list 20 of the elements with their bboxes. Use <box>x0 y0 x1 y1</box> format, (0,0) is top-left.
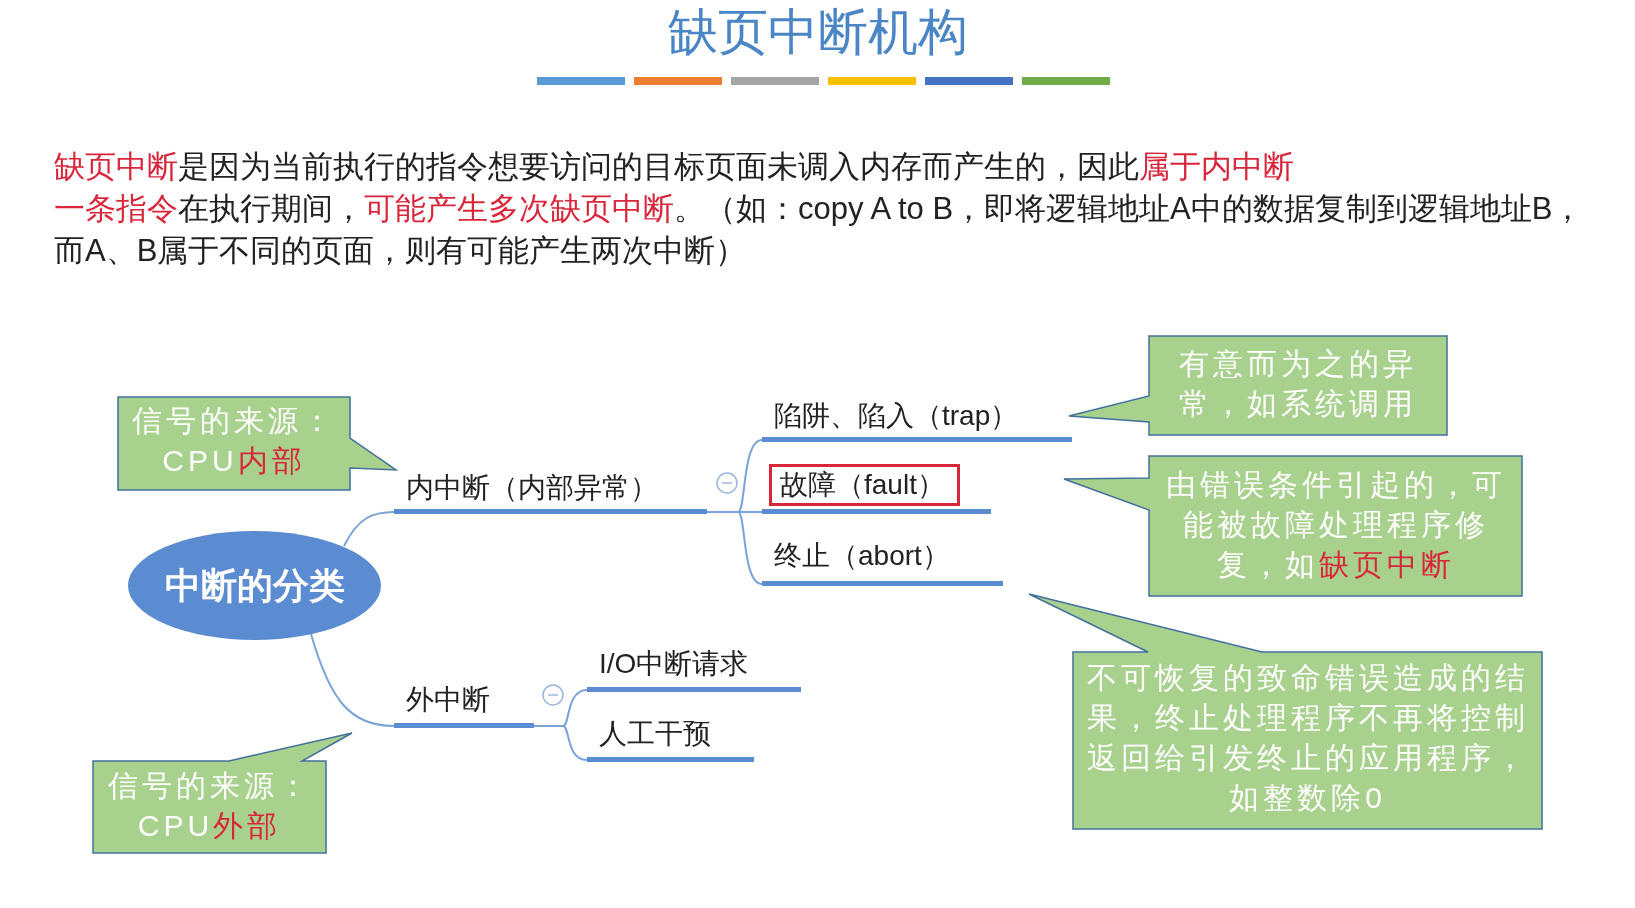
branch-topic: I/O中断请求 <box>587 644 801 692</box>
branch-topic: 人工干预 <box>587 714 754 762</box>
title: 缺页中断机构 <box>666 3 969 62</box>
branch-topic: 陷阱、陷入（trap） <box>762 396 1072 442</box>
callout-bubble: 信号的来源： CPU 内部 <box>118 397 396 490</box>
paragraph: 缺页中断是因为当前执行的指令想要访问的目标页面未调入内存而产生的，因此属于内中断 一条指令在执行期间，可能产生多次缺页中断。（如：copy A to B，即将逻辑地址A中的数据复制到逻辑地址B，而A、B属于不同的页面，则有可能产生两次中断） <box>54 148 1585 270</box>
central-topic-ellipse: 中断的分类 <box>127 530 382 641</box>
connector <box>533 725 588 761</box>
branch-topic: 终止（abort） <box>762 536 1003 586</box>
branch-topic: 外中断 <box>394 680 534 728</box>
branch-topic <box>762 462 991 514</box>
highlight-frame: 故障（fault） <box>769 464 960 506</box>
connector <box>343 511 395 547</box>
connector <box>706 511 763 585</box>
callout-bubble: 由错误条件引起的，可能被故障处理程序修复，如 缺页中断 <box>1064 456 1522 596</box>
connector <box>310 633 395 727</box>
callout-bubble: 有意而为之的异常，如系统调用 <box>1069 336 1447 435</box>
branch-topic: 内中断（内部异常） <box>394 468 707 514</box>
callout-bubble: 信号的来源： CPU外部 <box>93 733 352 853</box>
callout-bubble: 不可恢复的致命错误造成的结果，终止处理程序不再将控制返回给引发终止的应用程序，如整数除0 <box>1029 594 1542 829</box>
